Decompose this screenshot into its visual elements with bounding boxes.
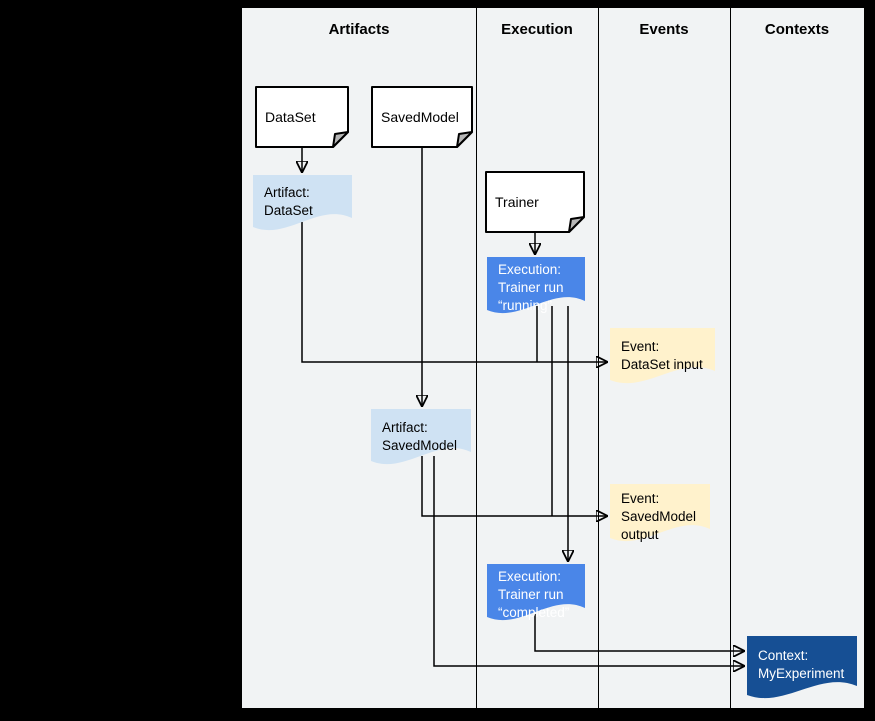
execution-completed-line: “completed” — [498, 605, 570, 620]
column-divider-events-contexts — [730, 8, 731, 708]
event-savedmodel-output-line: Event: — [621, 491, 660, 506]
execution-running-line: Trainer run — [498, 280, 564, 295]
artifact-dataset-line: Artifact: — [264, 185, 310, 200]
trainer-label: Trainer — [495, 194, 539, 210]
execution-completed-line: Trainer run — [498, 587, 564, 602]
column-divider-artifacts-execution — [476, 8, 477, 708]
artifact-savedmodel-line: Artifact: — [382, 420, 428, 435]
column-header-execution: Execution — [501, 20, 573, 38]
diagram-canvas: Artifacts Execution Events Contexts — [242, 8, 864, 708]
column-header-artifacts: Artifacts — [328, 20, 390, 38]
dataset-label: DataSet — [265, 109, 316, 125]
event-savedmodel-output-node: Event: SavedModel output — [610, 484, 710, 543]
column-header-events: Events — [639, 20, 689, 38]
event-savedmodel-output-line: SavedModel — [621, 509, 697, 524]
context-myexperiment-line: MyExperiment — [758, 666, 845, 681]
context-myexperiment-line: Context: — [758, 648, 809, 663]
execution-running-line: Execution: — [498, 262, 562, 277]
savedmodel-label: SavedModel — [381, 109, 459, 125]
execution-running-line: “running” — [498, 298, 553, 313]
event-dataset-input-line: DataSet input — [621, 357, 703, 372]
edge-execution-completed-to-context — [534, 614, 743, 651]
dataset-node: DataSet — [255, 86, 349, 148]
event-dataset-input-node: Event: DataSet input — [610, 328, 715, 385]
edge-artifact-savedmodel-to-event-savedmodel-output — [421, 456, 606, 516]
trainer-node: Trainer — [485, 171, 585, 233]
connector-lines — [242, 148, 864, 708]
event-savedmodel-output-line: output — [621, 527, 659, 542]
edge-artifact-dataset-to-event-dataset-input — [301, 222, 606, 362]
execution-completed-node: Execution: Trainer run “completed” — [487, 564, 585, 622]
savedmodel-node: SavedModel — [371, 86, 473, 148]
column-header-contexts: Contexts — [764, 20, 830, 38]
event-dataset-input-line: Event: — [621, 339, 660, 354]
artifact-dataset-node: Artifact: DataSet — [253, 175, 352, 232]
artifact-savedmodel-line: SavedModel — [382, 438, 458, 453]
edge-artifact-savedmodel-to-context — [433, 456, 743, 666]
context-myexperiment-node: Context: MyExperiment — [747, 636, 857, 700]
execution-completed-line: Execution: — [498, 569, 562, 584]
artifact-savedmodel-node: Artifact: SavedModel — [371, 409, 471, 466]
artifact-dataset-line: DataSet — [264, 203, 313, 218]
execution-running-node: Execution: Trainer run “running” — [487, 257, 585, 315]
